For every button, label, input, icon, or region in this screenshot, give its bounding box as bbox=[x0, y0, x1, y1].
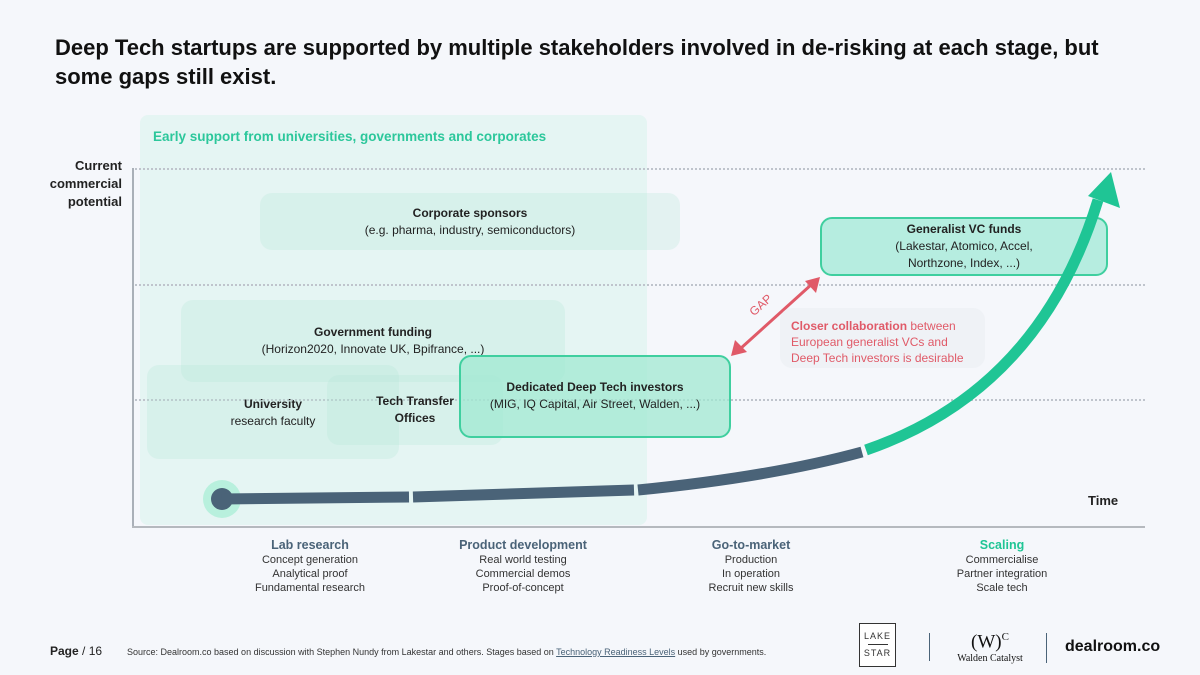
box-title: Corporate sponsors bbox=[412, 206, 528, 220]
logo-divider bbox=[929, 633, 930, 661]
page-title: Deep Tech startups are supported by mult… bbox=[55, 35, 1099, 89]
curve-segment-gtm bbox=[637, 446, 864, 496]
box-sub: (e.g. pharma, industry, semiconductors) bbox=[364, 223, 576, 237]
box-sub: Offices bbox=[394, 411, 436, 425]
stage-item: Commercialise bbox=[965, 554, 1039, 566]
source-note: Source: Dealroom.co based on discussion … bbox=[127, 647, 766, 657]
university-label: University research faculty bbox=[147, 396, 399, 430]
page-number: Page / 16 bbox=[50, 644, 102, 658]
gridline bbox=[135, 284, 1145, 286]
stage-item: Fundamental research bbox=[254, 582, 366, 594]
lakestar-logo: LAKE STAR bbox=[859, 623, 896, 667]
walden-catalyst-logo: (W)C Walden Catalyst bbox=[945, 626, 1035, 664]
deeptech-box bbox=[459, 355, 731, 438]
generalist-label: Generalist VC funds (Lakestar, Atomico, A… bbox=[820, 221, 1108, 272]
page-label: Page bbox=[50, 644, 79, 658]
corporate-box bbox=[260, 193, 680, 250]
stage-title: Scaling bbox=[979, 538, 1025, 552]
stage-item: Scale tech bbox=[976, 582, 1028, 594]
box-title: Government funding bbox=[314, 325, 432, 339]
logo-text: C bbox=[1001, 631, 1009, 643]
logo-text: Walden Catalyst bbox=[957, 653, 1023, 665]
gap-arrowhead bbox=[805, 277, 820, 293]
stage-item: In operation bbox=[721, 568, 781, 580]
gap-note-text: European generalist VCs and bbox=[791, 335, 948, 349]
stage-title: Go-to-market bbox=[711, 538, 791, 552]
y-label-line: potential bbox=[67, 194, 122, 209]
stage-item: Production bbox=[724, 554, 778, 566]
stage-item: Proof-of-concept bbox=[482, 582, 564, 594]
y-label-line: commercial bbox=[49, 176, 122, 191]
x-axis bbox=[132, 526, 1145, 528]
y-axis bbox=[132, 168, 134, 528]
deeptech-label: Dedicated Deep Tech investors (MIG, IQ Ca… bbox=[459, 379, 731, 413]
early-support-label: Early support from universities, governm… bbox=[153, 129, 547, 144]
page-count: / 16 bbox=[82, 644, 103, 658]
stage-item: Real world testing bbox=[479, 554, 567, 566]
gap-arrow-line bbox=[738, 282, 814, 351]
source-text: Source: Dealroom.co based on discussion … bbox=[127, 647, 557, 657]
box-title: Dedicated Deep Tech investors bbox=[506, 380, 684, 394]
x-axis-label: Time bbox=[1088, 493, 1119, 508]
logo-text: STAR bbox=[863, 648, 892, 658]
stage-item: Recruit new skills bbox=[708, 582, 794, 594]
dealroom-logo: dealroom.co bbox=[1065, 638, 1161, 655]
box-sub: (Horizon2020, Innovate UK, Bpifrance, ..… bbox=[261, 342, 485, 356]
stage-title: Lab research bbox=[271, 538, 349, 552]
stage-item: Concept generation bbox=[261, 554, 358, 566]
curve-segment-lab bbox=[221, 491, 410, 505]
y-label-line: Current bbox=[75, 158, 122, 173]
stage-item: Partner integration bbox=[956, 568, 1048, 580]
curve-arrowhead bbox=[1088, 172, 1120, 208]
gap-note-text: between bbox=[907, 319, 956, 333]
gap-arrowhead bbox=[731, 340, 747, 356]
curve-segment-product bbox=[412, 484, 635, 503]
government-label: Government funding (Horizon2020, Innovate… bbox=[181, 324, 565, 358]
logo-text: LAKE bbox=[863, 631, 891, 641]
source-text: used by governments. bbox=[675, 647, 767, 657]
stage-item: Commercial demos bbox=[475, 568, 571, 580]
box-title: Tech Transfer bbox=[376, 394, 454, 408]
box-sub: Northzone, Index, ...) bbox=[907, 256, 1021, 270]
curve-segment-scaling bbox=[864, 198, 1104, 456]
early-support-region bbox=[140, 115, 647, 525]
trl-link[interactable]: Technology Readiness Levels bbox=[556, 647, 676, 657]
logo-divider bbox=[1046, 633, 1047, 663]
box-title: Generalist VC funds bbox=[906, 222, 1022, 236]
box-title: University bbox=[243, 397, 303, 411]
university-box bbox=[147, 365, 399, 459]
gap-note-bold: Closer collaboration bbox=[791, 319, 908, 333]
gap-note-box bbox=[780, 308, 985, 368]
box-sub: research faculty bbox=[230, 414, 316, 428]
stage-item: Analytical proof bbox=[272, 568, 348, 580]
gridline bbox=[135, 168, 1145, 170]
y-axis-label: Current commercial potential bbox=[40, 157, 122, 211]
logo-text: (W) bbox=[971, 631, 1002, 653]
box-sub: (MIG, IQ Capital, Air Street, Walden, ..… bbox=[489, 397, 701, 411]
corporate-label: Corporate sponsors (e.g. pharma, industry… bbox=[260, 205, 680, 239]
box-sub: (Lakestar, Atomico, Accel, bbox=[895, 239, 1033, 253]
stage-title: Product development bbox=[459, 538, 587, 552]
generalist-box bbox=[820, 217, 1108, 276]
gap-note-text: Deep Tech investors is desirable bbox=[791, 351, 964, 365]
